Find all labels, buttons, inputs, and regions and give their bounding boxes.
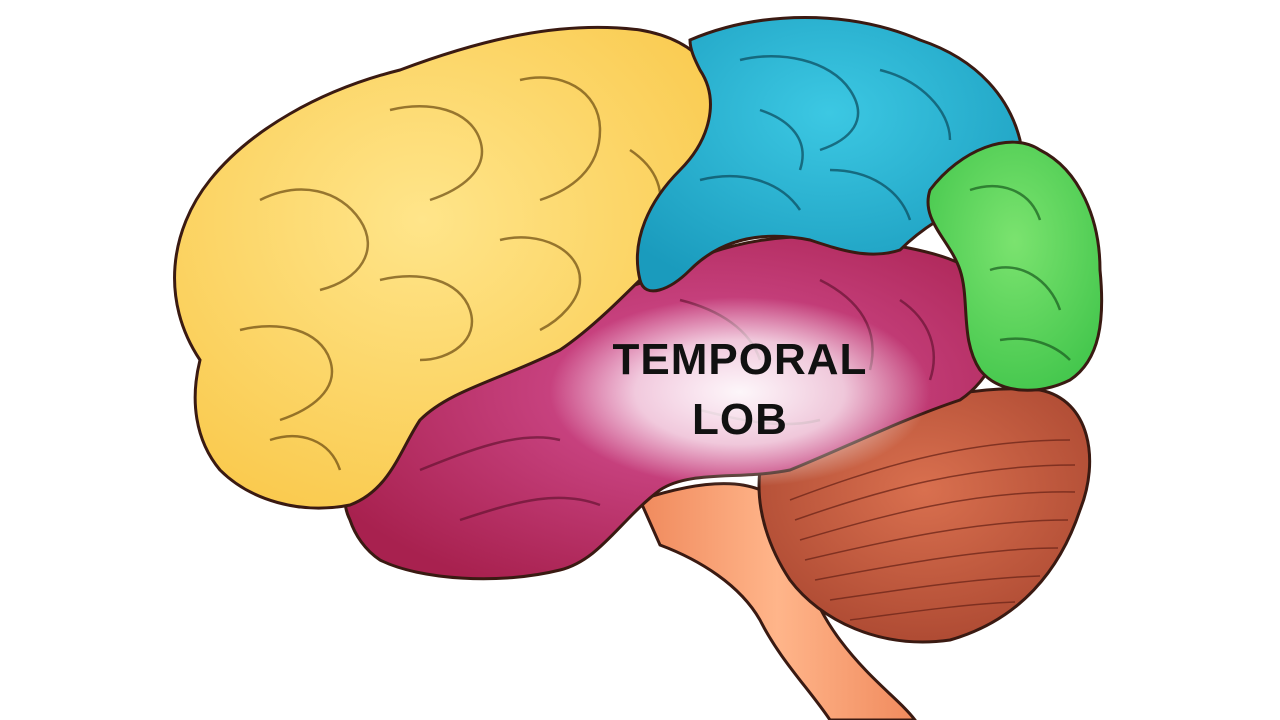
temporal-lobe-label-line2: LOB — [692, 395, 788, 444]
parietal-lobe — [635, 16, 1023, 293]
label-highlight — [550, 297, 930, 487]
occipital-lobe — [926, 140, 1104, 392]
temporal-lobe-label-line1: TEMPORAL — [613, 335, 868, 384]
